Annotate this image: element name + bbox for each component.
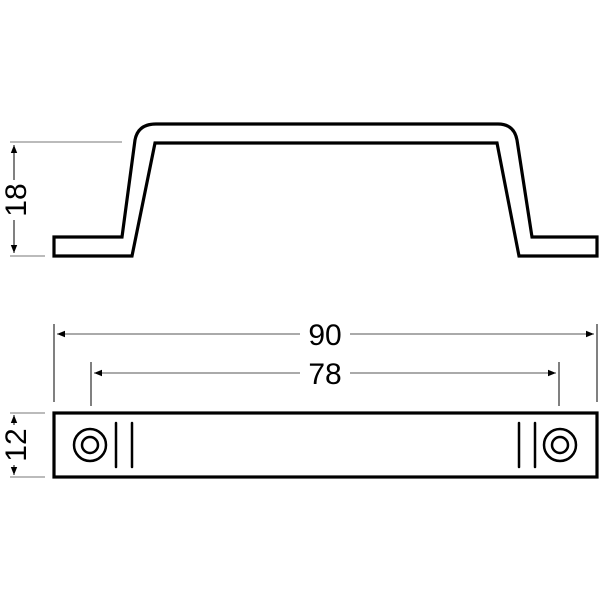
width-dimension: 12 <box>0 412 45 478</box>
width-label: 12 <box>0 428 33 461</box>
top-view-plan <box>52 411 599 479</box>
side-view-profile <box>52 122 599 258</box>
height-dimension: 18 <box>0 141 122 257</box>
overall-length-dimension: 90 <box>53 318 598 402</box>
hole-spacing-dimension: 78 <box>90 357 560 406</box>
right-screw-hole-icon <box>542 427 578 463</box>
left-screw-hole-icon <box>72 427 108 463</box>
overall-length-label: 90 <box>308 319 341 352</box>
height-label: 18 <box>0 183 33 216</box>
hole-spacing-label: 78 <box>308 358 341 391</box>
